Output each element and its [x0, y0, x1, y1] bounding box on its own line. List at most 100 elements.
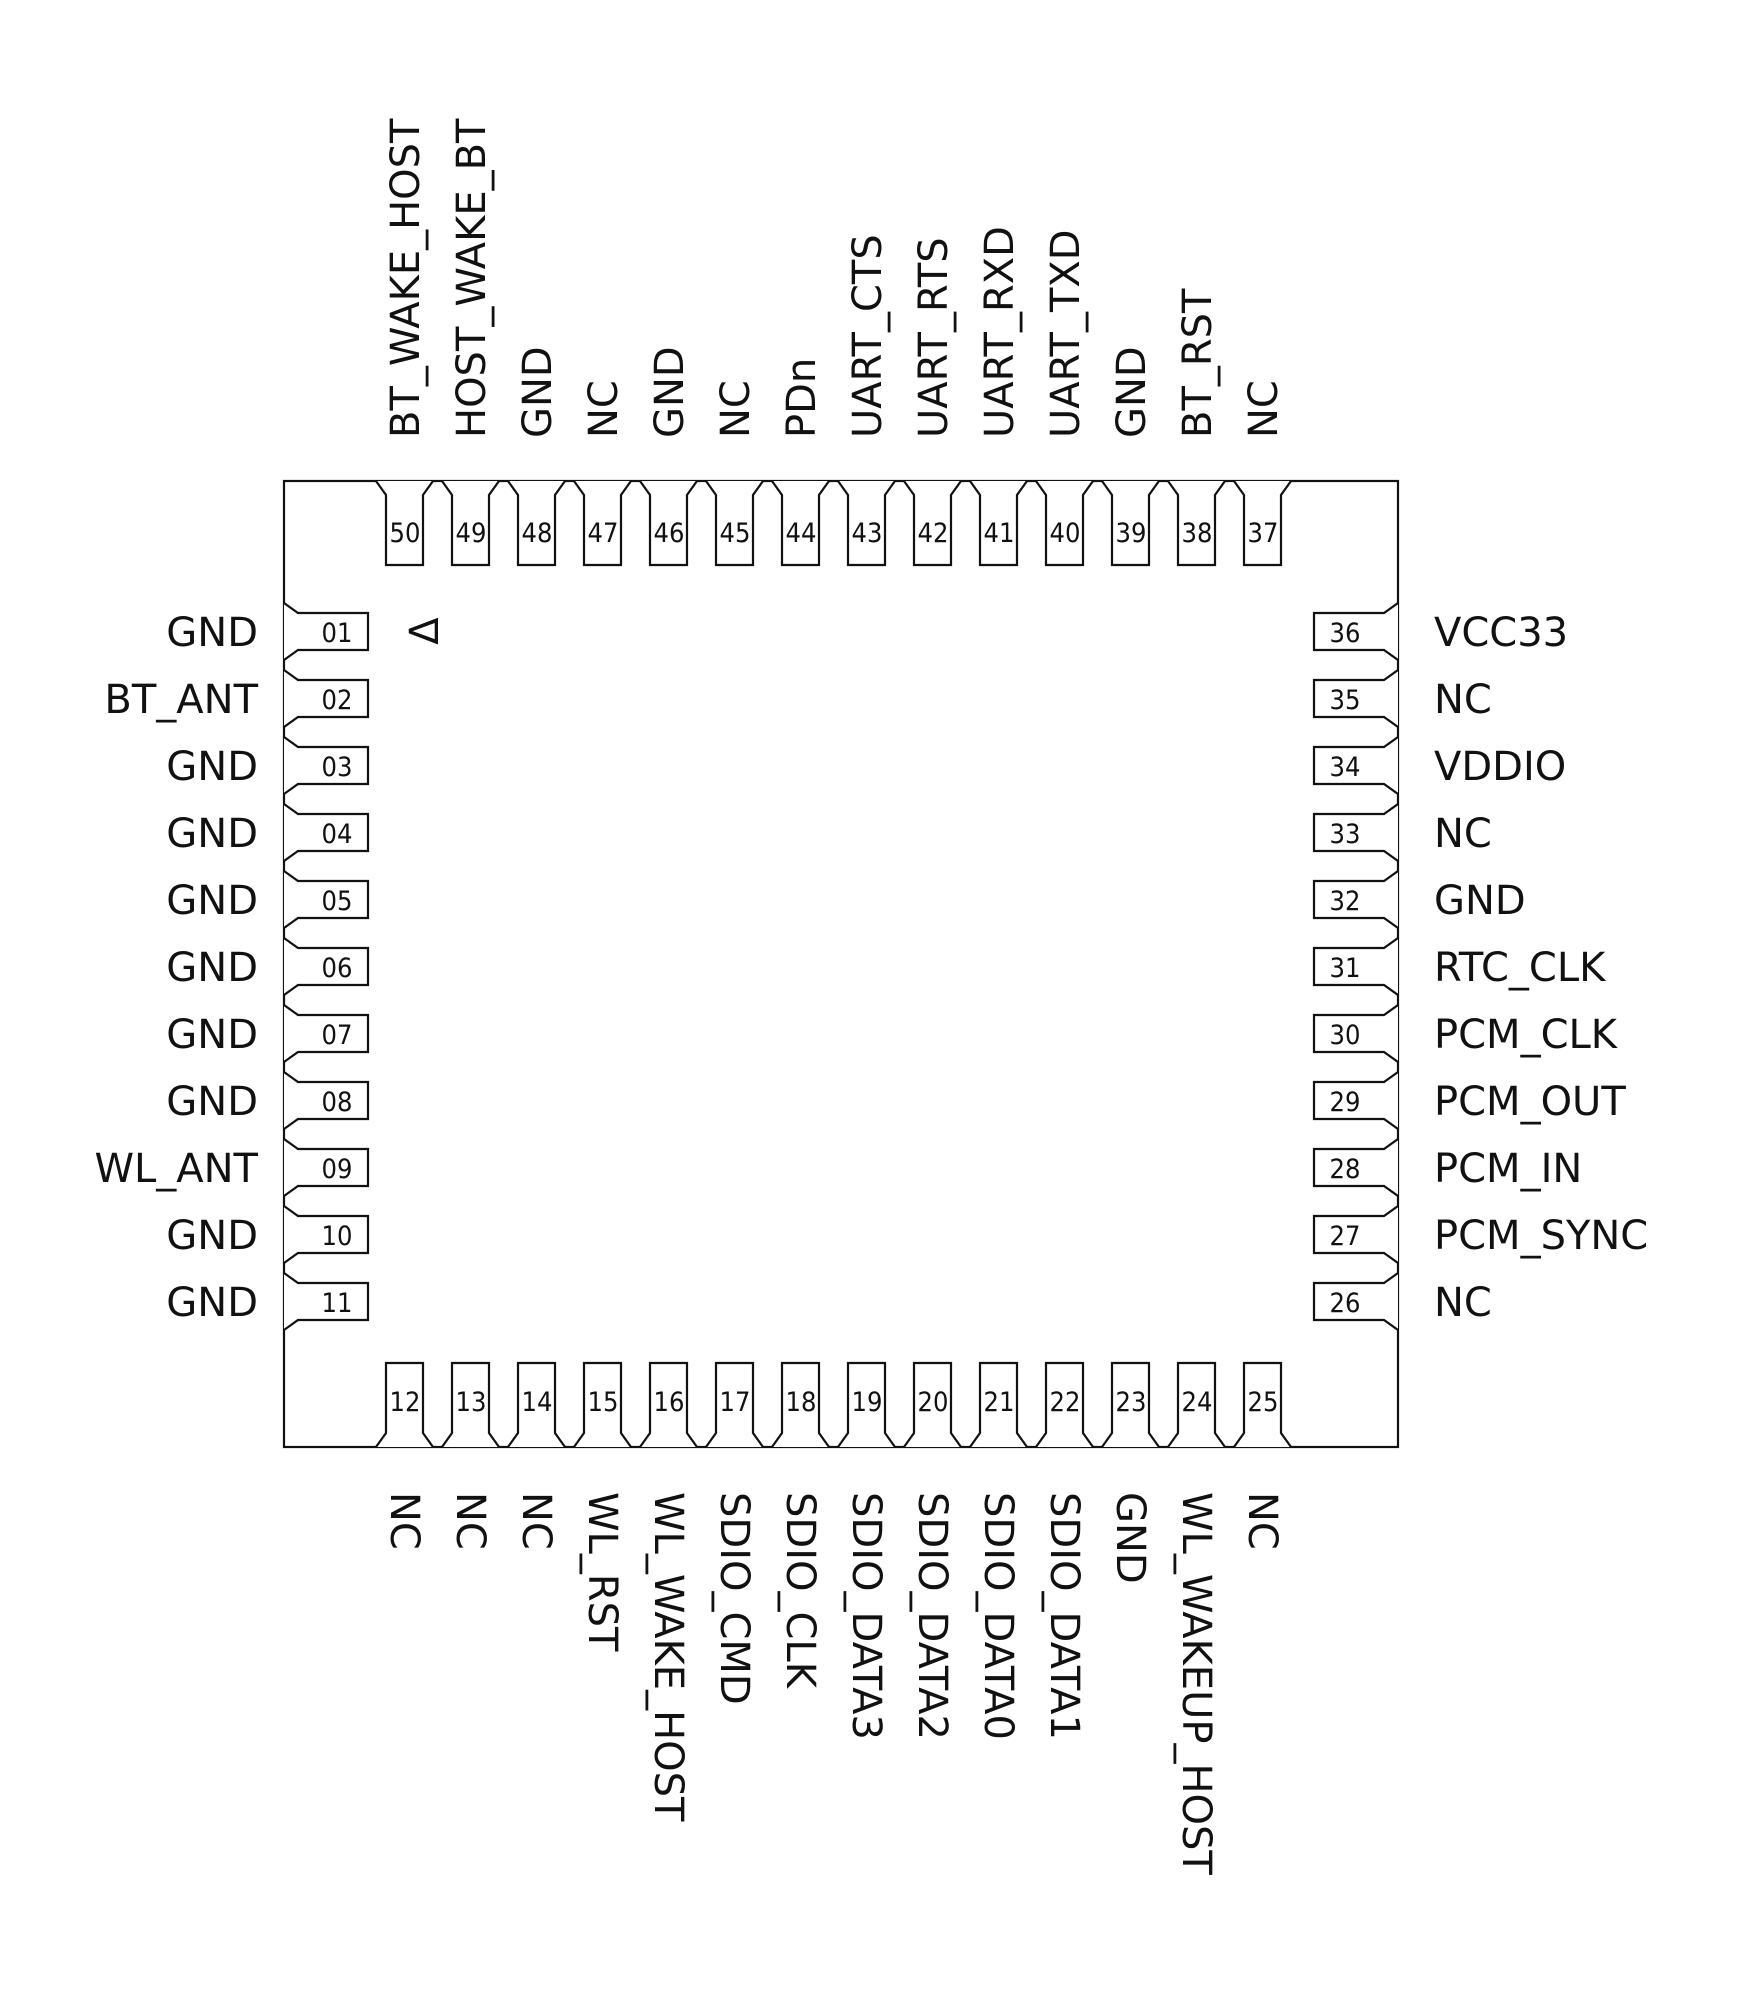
- pin-label: GND: [166, 1280, 258, 1326]
- pin-number: 16: [654, 1387, 685, 1418]
- pin-label: GND: [166, 744, 258, 790]
- pin-label: RTC_CLK: [1434, 945, 1607, 991]
- pin-pad: [283, 1071, 370, 1130]
- pin-number: 19: [852, 1387, 883, 1418]
- pin-number: 02: [322, 685, 353, 716]
- bottom-pin-group: 12NC13NC14NC15WL_RST16WL_WAKE_HOST17SDIO…: [375, 1361, 1292, 1875]
- pin-pad: [1233, 1361, 1292, 1448]
- pin-label: GND: [647, 346, 693, 438]
- pin-pad: [375, 480, 434, 567]
- pin-number: 23: [1116, 1387, 1147, 1418]
- package-body-outline: [282, 479, 1400, 1449]
- pin-number: 44: [786, 518, 817, 549]
- pin-label: NC: [581, 380, 627, 438]
- pin-label: UART_TXD: [1043, 229, 1089, 438]
- pin-number: 22: [1050, 1387, 1081, 1418]
- pin-number: 50: [390, 518, 421, 549]
- pin-number: 03: [322, 752, 353, 783]
- pin-pad: [1167, 1361, 1226, 1448]
- pin-pad: [283, 736, 370, 795]
- pin-number: 09: [322, 1154, 353, 1185]
- pin-number: 21: [984, 1387, 1015, 1418]
- pin-label: SDIO_DATA2: [909, 1492, 955, 1740]
- pin-number: 15: [588, 1387, 619, 1418]
- pin-pad: [1312, 602, 1399, 661]
- pin-label: GND: [1109, 346, 1155, 438]
- pin-label: UART_RTS: [911, 237, 957, 438]
- pin-pad: [283, 1004, 370, 1063]
- pin-label: NC: [1434, 811, 1492, 857]
- pin-pad: [441, 480, 500, 567]
- pin-number: 48: [522, 518, 553, 549]
- pin-42: 42 UART_RTS: [903, 237, 962, 567]
- pin-pad: [705, 1361, 764, 1448]
- pin-label: WL_WAKE_HOST: [645, 1492, 691, 1822]
- pin-number: 07: [322, 1020, 353, 1051]
- pin-pad: [1312, 1004, 1399, 1063]
- pin-number: 42: [918, 518, 949, 549]
- pin-32: 32 GND: [1312, 870, 1526, 929]
- pin-label: SDIO_DATA3: [843, 1492, 889, 1740]
- pin-label: PCM_IN: [1434, 1146, 1582, 1192]
- pin-pad: [283, 870, 370, 929]
- pin-label: VDDIO: [1434, 744, 1566, 790]
- pin-label: UART_CTS: [845, 234, 891, 438]
- pin-label: GND: [166, 811, 258, 857]
- pin-pad: [283, 669, 370, 728]
- pin-pad: [1233, 480, 1292, 567]
- pin-label: VCC33: [1434, 610, 1568, 656]
- pin-pad: [771, 1361, 830, 1448]
- pin-label: SDIO_CMD: [711, 1492, 757, 1705]
- pin-pad: [1312, 736, 1399, 795]
- pin-label: NC: [447, 1492, 493, 1550]
- pin-number: 14: [522, 1387, 553, 1418]
- pin-label: WL_ANT: [94, 1146, 258, 1192]
- pin-number: 26: [1330, 1288, 1361, 1319]
- pin-pad: [1312, 669, 1399, 728]
- pin-number: 01: [322, 618, 353, 649]
- pin-label: SDIO_CLK: [777, 1492, 823, 1690]
- pin-number: 08: [322, 1087, 353, 1118]
- pin-pad: [1312, 1138, 1399, 1197]
- left-pin-group: 01GND02BT_ANT03GND04GND05GND06GND07GND08…: [94, 602, 370, 1331]
- pin-label: GND: [166, 945, 258, 991]
- pin-number: 06: [322, 953, 353, 984]
- pin-pad: [1312, 1071, 1399, 1130]
- pin-pad: [283, 803, 370, 862]
- pin-number: 43: [852, 518, 883, 549]
- pin-label: GND: [1434, 878, 1526, 924]
- pin-label: BT_ANT: [104, 677, 258, 723]
- pin-label: WL_RST: [579, 1492, 625, 1652]
- pin-pad: [1312, 1205, 1399, 1264]
- pin-pad: [903, 480, 962, 567]
- pin-number: 17: [720, 1387, 751, 1418]
- pin-number: 32: [1330, 886, 1361, 917]
- pin-number: 20: [918, 1387, 949, 1418]
- pin-pad: [969, 480, 1028, 567]
- pin-pad: [283, 602, 370, 661]
- pin-pad: [573, 1361, 632, 1448]
- pin-label: NC: [381, 1492, 427, 1550]
